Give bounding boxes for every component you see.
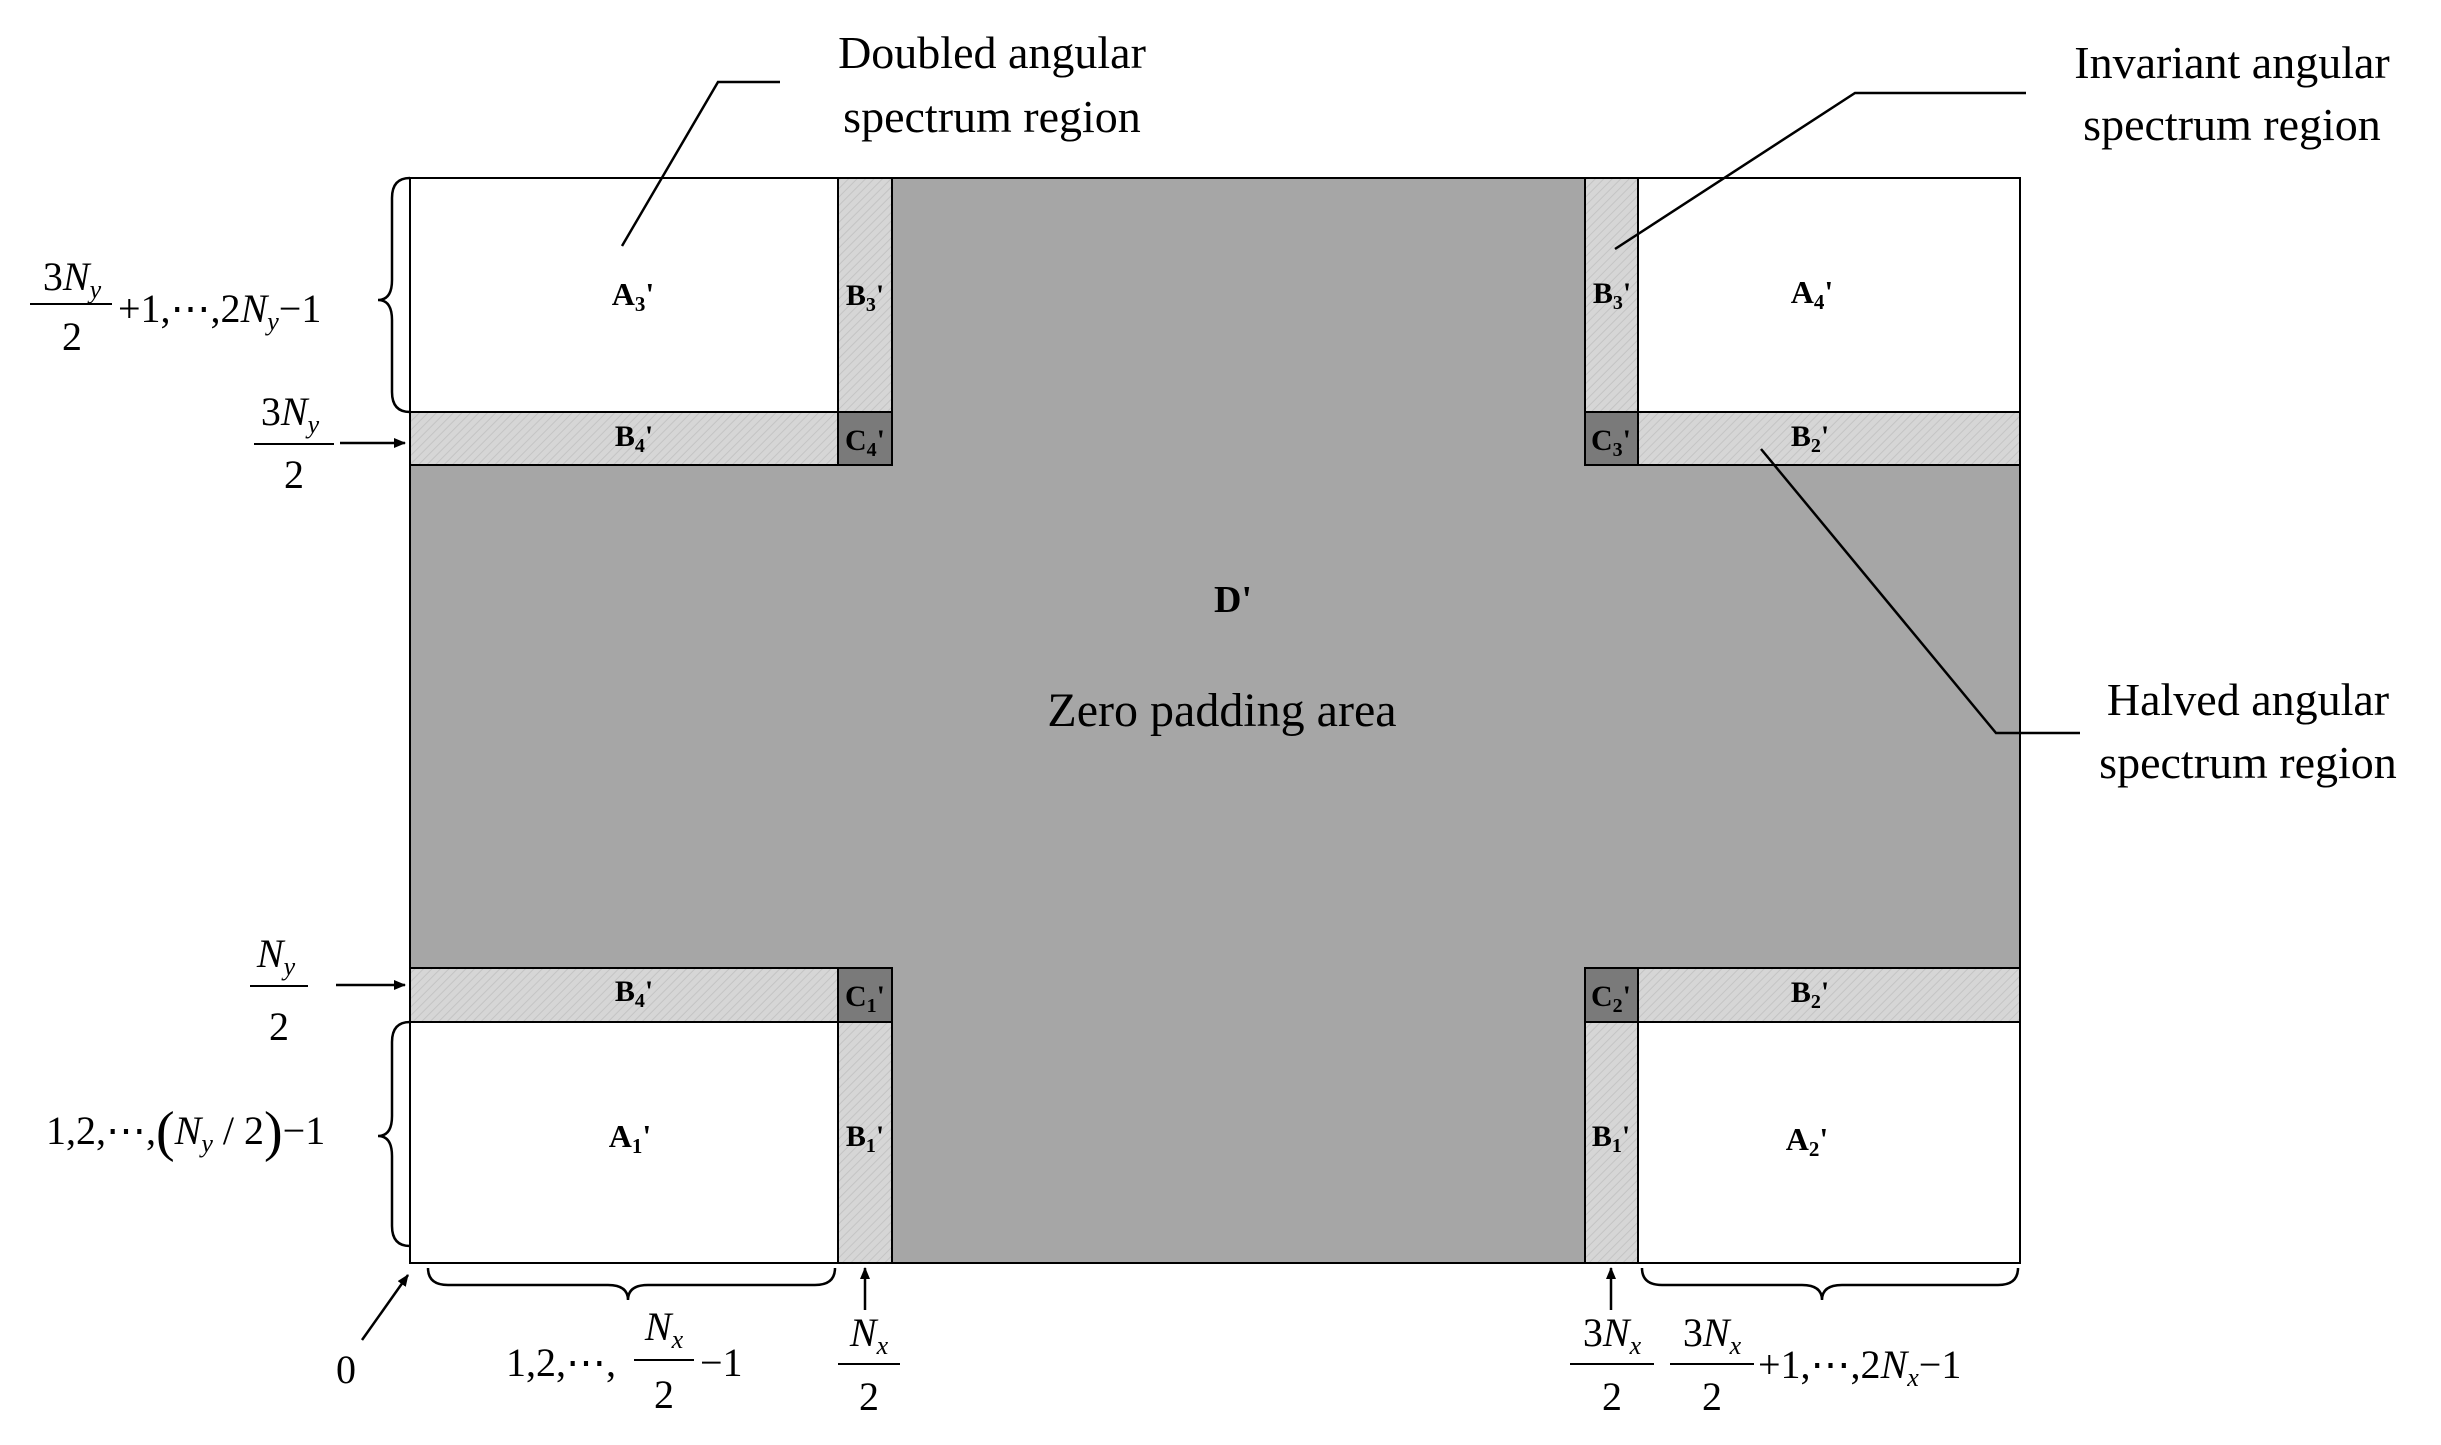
svg-text:3Ny: 3Ny [261,389,320,439]
callout-halved-leader [1760,448,2080,735]
svg-text:3Ny: 3Ny [43,254,102,304]
axis-y-half: Ny 2 [250,931,308,1049]
svg-text:+1,⋯,2Ny−1: +1,⋯,2Ny−1 [118,286,321,336]
callout-doubled-leader [620,80,780,247]
region-a4 [1637,177,2021,413]
brace-bottom-right [1640,1267,2020,1301]
label-a1: A1' [609,1118,652,1158]
axis-y-three-half: 3Ny 2 [254,389,334,497]
svg-text:2: 2 [1702,1374,1722,1419]
callout-invariant-line1: Invariant angular [2074,37,2389,88]
svg-text:−1: −1 [700,1340,743,1385]
axis-y-range-high: 3Ny 2 +1,⋯,2Ny−1 [30,254,321,359]
region-c4 [837,411,893,466]
label-c2: C2' [1591,980,1631,1017]
region-c2 [1584,967,1639,1023]
label-b2-bottom: B2' [1791,976,1829,1013]
svg-text:2: 2 [1602,1374,1622,1419]
label-b3-right: B3' [1593,277,1631,314]
label-b1-left: B1' [846,1120,884,1157]
brace-bottom-left [426,1267,837,1301]
label-b4-bottom: B4' [615,975,653,1012]
brace-left-top [377,176,411,414]
svg-text:3Nx: 3Nx [1583,1310,1642,1360]
axis-x-three-half: 3Nx 2 [1570,1310,1654,1419]
arrow-origin [360,1274,410,1341]
callout-halved-line1: Halved angular [2107,674,2389,725]
axis-x-range-high: 3Nx 2 +1,⋯,2Nx−1 [1670,1310,1961,1419]
label-a3: A3' [612,276,655,316]
region-a1 [409,1021,839,1264]
svg-text:2: 2 [284,452,304,497]
label-c3: C3' [1591,424,1631,461]
axis-origin-label: 0 [336,1347,356,1392]
svg-text:1,2,⋯,: 1,2,⋯, [506,1340,616,1385]
brace-left-bottom [377,1020,411,1248]
region-b1-right [1584,1021,1639,1264]
label-c4: C4' [845,424,885,461]
svg-text:1,2,⋯,(Ny / 2)−1: 1,2,⋯,(Ny / 2)−1 [46,1101,325,1163]
svg-text:2: 2 [269,1004,289,1049]
callout-invariant-line2: spectrum region [2083,99,2381,150]
label-b3-left: B3' [846,279,884,316]
zero-padding-label: Zero padding area [1047,684,1396,737]
axis-x-range-low: 1,2,⋯, Nx 2 −1 [506,1304,743,1417]
callout-doubled-line1: Doubled angular [838,27,1146,78]
label-a4: A4' [1791,274,1834,314]
axis-x-half: Nx 2 [838,1310,900,1419]
label-a2: A2' [1786,1121,1829,1161]
label-d: D' [1214,579,1252,621]
label-c1: C1' [845,980,885,1017]
callout-halved-line2: spectrum region [2099,737,2397,788]
callout-invariant-leader [1614,91,2026,251]
label-b2-top: B2' [1791,420,1829,457]
axis-y-range-low: 1,2,⋯,(Ny / 2)−1 [46,1101,325,1163]
region-b2-bottom [1637,967,2021,1023]
region-c3 [1584,411,1639,466]
region-c1 [837,967,893,1023]
svg-text:2: 2 [859,1374,879,1419]
region-b3-left [837,177,893,413]
region-b2-top [1637,411,2021,466]
svg-text:Nx: Nx [644,1304,684,1354]
region-a2 [1637,1021,2021,1264]
svg-text:2: 2 [62,314,82,359]
label-b1-right: B1' [1592,1120,1630,1157]
svg-text:+1,⋯,2Nx−1: +1,⋯,2Nx−1 [1758,1342,1961,1392]
region-b3-right [1584,177,1639,413]
svg-text:Ny: Ny [256,931,296,981]
svg-text:Nx: Nx [849,1310,889,1360]
label-b4-top: B4' [615,420,653,457]
svg-text:2: 2 [654,1372,674,1417]
svg-text:3Nx: 3Nx [1683,1310,1742,1360]
callout-doubled-line2: spectrum region [843,91,1141,142]
